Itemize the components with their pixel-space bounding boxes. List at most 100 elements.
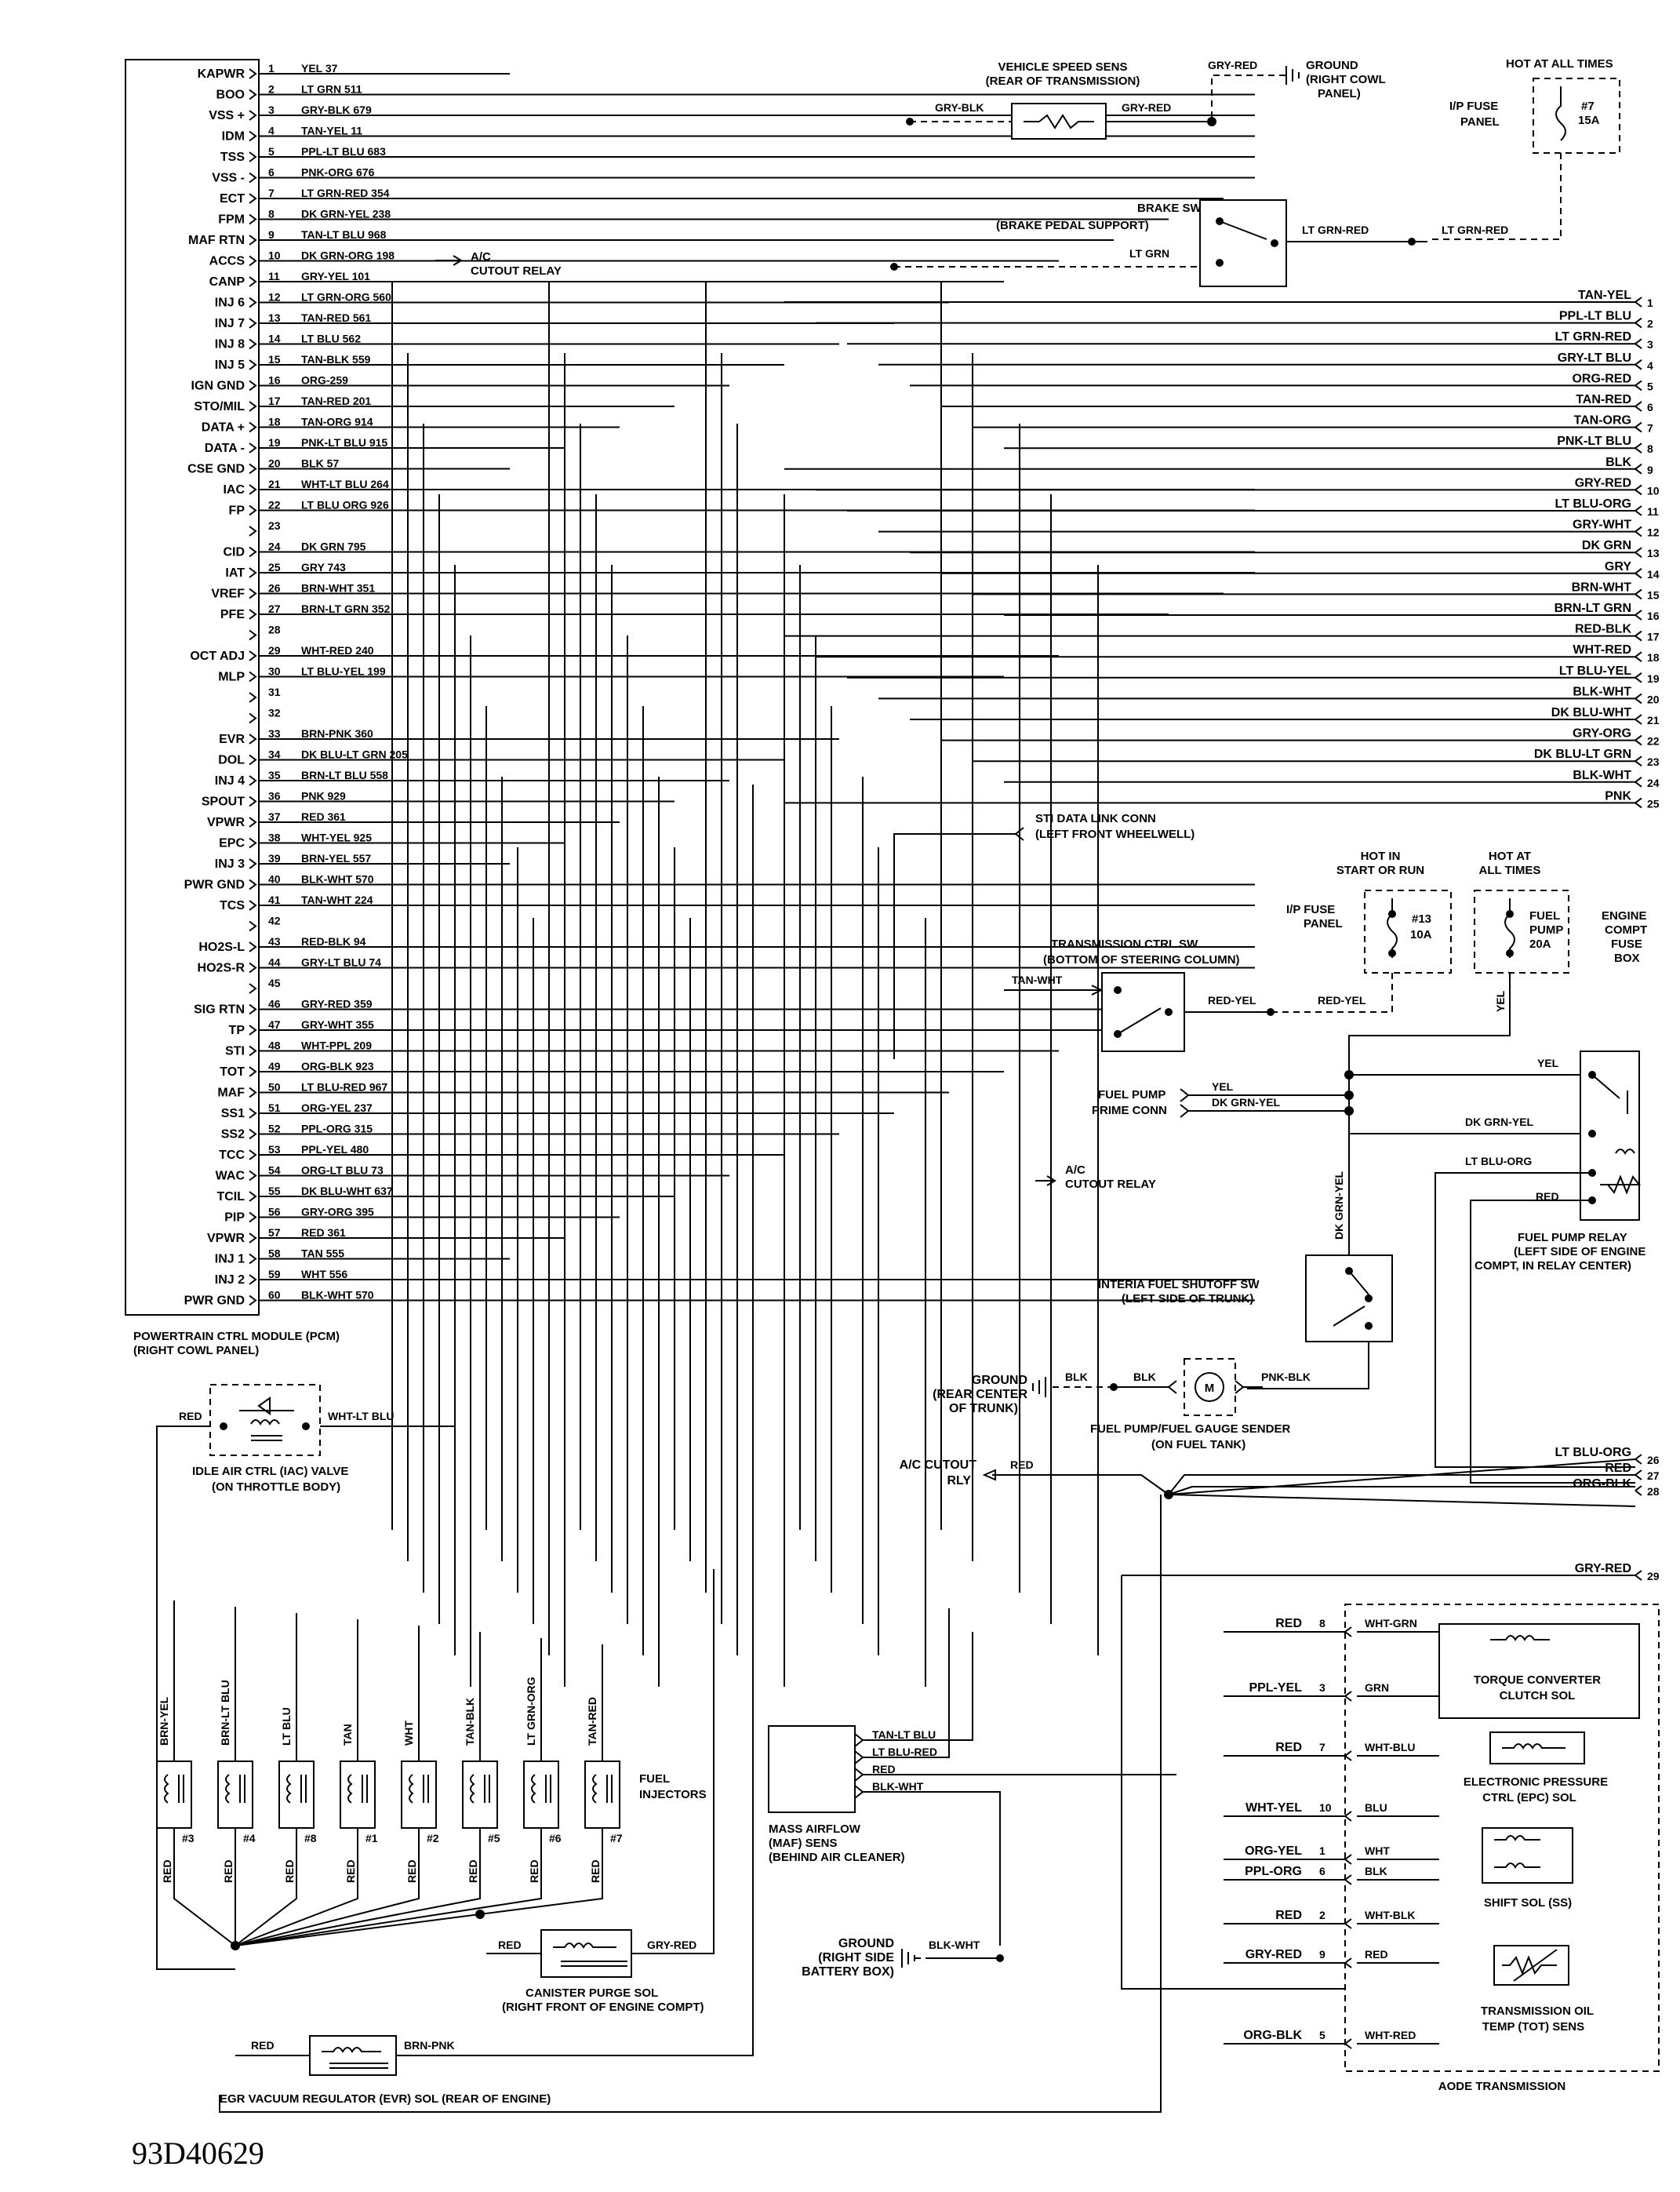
fuel-injector xyxy=(462,1761,498,1829)
iac-box xyxy=(209,1384,321,1456)
epc-sol-2: CTRL (EPC) SOL xyxy=(1482,1791,1576,1804)
right-conn-lower-number: 29 xyxy=(1647,1570,1660,1582)
pcm-pin-number: 18 xyxy=(268,416,281,428)
trans-pin-number: 2 xyxy=(1319,1909,1325,1921)
pcm-pin-function: TCC xyxy=(219,1149,245,1162)
ac-cutout-relay-mid-2: CUTOUT RELAY xyxy=(1065,1178,1156,1191)
right-conn-number: 1 xyxy=(1647,297,1653,309)
pcm-pin-number: 4 xyxy=(268,125,275,137)
right-conn-number: 5 xyxy=(1647,380,1653,392)
trans-pin-left-wire: ORG-BLK xyxy=(1243,2029,1302,2042)
fuse-7-amp: 15A xyxy=(1578,114,1600,127)
pcm-pin-wire: GRY-LT BLU 74 xyxy=(301,956,381,969)
pcm-pin-function: ACCS xyxy=(209,255,245,268)
fuse-panel-13: HOT IN START OR RUN I/P FUSE PANEL #13 1… xyxy=(1271,850,1452,1013)
tcs-title: TRANSMISSION CTRL SW xyxy=(1051,938,1198,951)
trans-pin-left-wire: PPL-YEL xyxy=(1249,1681,1302,1695)
pcm-pin-number: 17 xyxy=(268,395,281,407)
pcm-pin-function: TCIL xyxy=(216,1190,245,1203)
pcm-pin-number: 60 xyxy=(268,1289,281,1302)
tcs-wire-tan-wht: TAN-WHT xyxy=(1012,974,1063,986)
right-conn-lower-wire: GRY-RED xyxy=(1575,1562,1631,1575)
trans-pin-number: 7 xyxy=(1319,1741,1325,1753)
trans-pin-right-wire: BLK xyxy=(1365,1865,1387,1877)
fp-sender-blk-1: BLK xyxy=(1133,1371,1156,1383)
pcm-pin-wire: DK BLU-LT GRN 205 xyxy=(301,748,408,761)
pcm-pin-wire: TAN-LT BLU 968 xyxy=(301,228,387,241)
pcm-pin-number: 24 xyxy=(268,541,281,553)
fp-sender-title: FUEL PUMP/FUEL GAUGE SENDER xyxy=(1090,1422,1290,1436)
pcm-pin-function: KAPWR xyxy=(198,67,245,81)
pcm-pin-number: 22 xyxy=(268,499,281,512)
fuel-injector xyxy=(523,1761,559,1829)
tcs-wire-red-yel-1: RED-YEL xyxy=(1208,994,1256,1007)
fp-vert-dk-grn-yel: DK GRN-YEL xyxy=(1333,1171,1345,1240)
pcm-pin-function: FP xyxy=(229,504,245,518)
pcm-pin-function: SS2 xyxy=(221,1128,245,1142)
pcm-pin-number: 27 xyxy=(268,603,281,615)
injector-wire: LT BLU xyxy=(280,1707,293,1746)
right-conn-number: 10 xyxy=(1647,484,1660,497)
pcm-pin-function: MAF xyxy=(217,1087,245,1100)
right-conn-wire: PNK-LT BLU xyxy=(1557,435,1631,448)
pcm-pin-number: 33 xyxy=(268,727,281,740)
maf-red: RED xyxy=(872,1763,896,1775)
right-conn-number: 16 xyxy=(1647,610,1660,622)
trans-pin-right-wire: GRN xyxy=(1365,1681,1389,1694)
right-conn-number: 4 xyxy=(1647,359,1653,372)
fuel-pump-relay: YEL DK GRN-YEL LT BLU-ORG RED FUEL PUMP … xyxy=(1435,1050,1645,1484)
pcm-pin-number: 59 xyxy=(268,1268,281,1280)
injector-red-wire: RED xyxy=(283,1859,296,1883)
right-conn-number: 13 xyxy=(1647,547,1660,559)
pcm-pin-wire: PPL-LT BLU 683 xyxy=(301,145,386,158)
pcm-pin-function: TSS xyxy=(220,151,245,164)
maf-blk-wht: BLK-WHT xyxy=(872,1780,924,1793)
right-conn-number: 15 xyxy=(1647,588,1660,601)
canister-box xyxy=(540,1929,632,1978)
fuel-injector xyxy=(156,1761,192,1829)
pcm-pin-function: BOO xyxy=(216,89,245,102)
right-conn-wire: RED-BLK xyxy=(1575,623,1631,636)
right-conn-wire: TAN-YEL xyxy=(1578,289,1631,302)
pcm-pin-function: IAC xyxy=(223,483,245,497)
pcm-pin-wire: RED 361 xyxy=(301,1226,346,1239)
ip-fuse-label: I/P FUSE xyxy=(1449,100,1498,113)
trans-pin-right-wire: BLU xyxy=(1365,1801,1387,1814)
right-conn-number: 20 xyxy=(1647,693,1660,705)
pcm-pin-number: 16 xyxy=(268,374,281,387)
right-conn-wire: BRN-WHT xyxy=(1572,581,1632,594)
injector-red-wire: RED xyxy=(405,1859,418,1883)
trans-pin-right-wire: WHT-GRN xyxy=(1365,1617,1417,1629)
trans-pin-right-wire: WHT-RED xyxy=(1365,2029,1416,2041)
pcm-pin-wire: TAN-RED 561 xyxy=(301,311,371,324)
right-conn-number: 23 xyxy=(1647,756,1660,768)
right-conn-wire: BLK xyxy=(1605,456,1631,469)
compt-label: COMPT xyxy=(1605,923,1647,937)
trans-pin-number: 8 xyxy=(1319,1617,1325,1629)
pcm-pin-number: 8 xyxy=(268,208,275,220)
pcm-pin-function: INJ 5 xyxy=(215,359,245,372)
maf-box xyxy=(768,1725,856,1813)
injector-red-wire: RED xyxy=(467,1859,479,1883)
pcm-pin-wire: BRN-LT BLU 558 xyxy=(301,769,388,781)
pcm-pin-function: WAC xyxy=(216,1170,245,1183)
fuel-injectors-label-1: FUEL xyxy=(639,1772,670,1786)
fp-sender-box xyxy=(1184,1358,1236,1416)
pcm-pin-wire: DK GRN-YEL 238 xyxy=(301,208,391,220)
pcm-pin-number: 54 xyxy=(268,1164,281,1177)
pcm-pin-wire: DK BLU-WHT 637 xyxy=(301,1185,393,1197)
right-conn-number: 11 xyxy=(1647,505,1659,518)
pcm-pin-function: PIP xyxy=(224,1211,245,1225)
shift-sol-label: SHIFT SOL (SS) xyxy=(1484,1896,1572,1910)
pcm-trunk-wires xyxy=(391,282,1099,1687)
injector-wire: TAN-RED xyxy=(586,1697,598,1746)
trans-pin-right-wire: WHT-BLU xyxy=(1365,1741,1416,1753)
pcm-pin-function: HO2S-R xyxy=(198,962,245,975)
pcm-location: (RIGHT COWL PANEL) xyxy=(133,1344,259,1357)
trans-pin-number: 10 xyxy=(1319,1801,1332,1814)
ip-fuse-13-label: I/P FUSE xyxy=(1286,903,1335,916)
fuel-pump-prime-conn: FUEL PUMP PRIME CONN YEL DK GRN-YEL DK G… xyxy=(1092,1070,1580,1255)
transmission-ctrl-switch: TRANSMISSION CTRL SW (BOTTOM OF STEERING… xyxy=(1004,938,1366,1052)
vehicle-speed-sensor: VEHICLE SPEED SENS (REAR OF TRANSMISSION… xyxy=(906,60,1216,140)
